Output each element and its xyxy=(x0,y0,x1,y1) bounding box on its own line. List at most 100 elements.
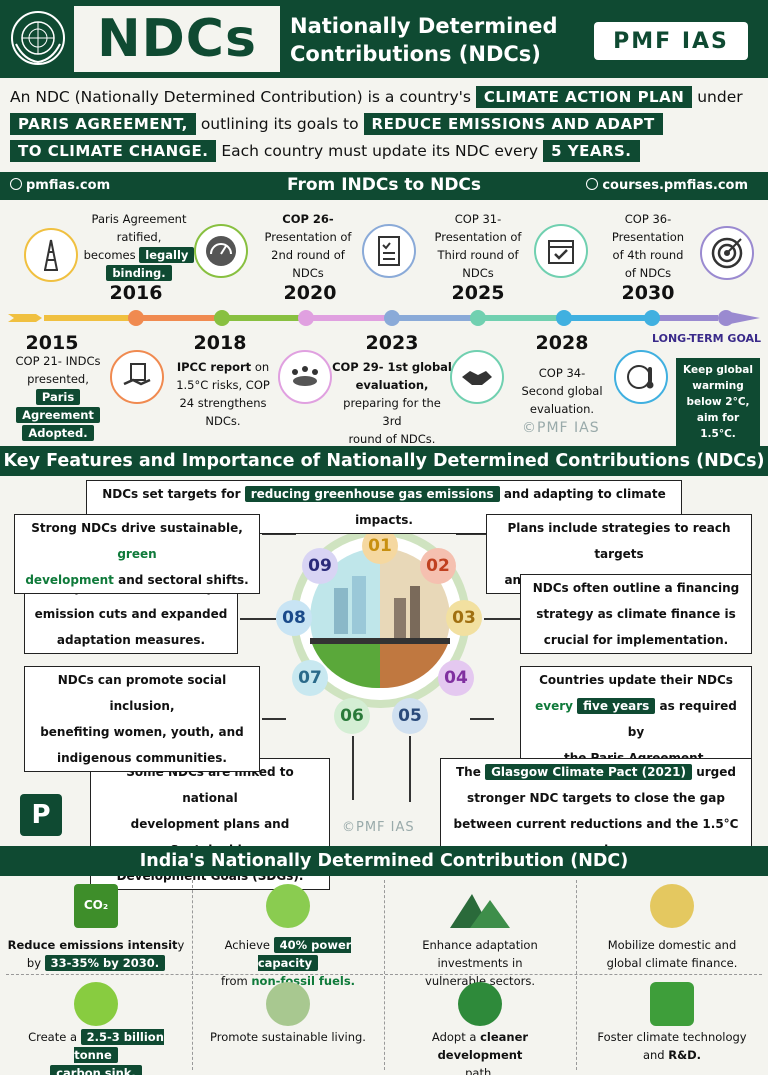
long-term-goal-label: LONG-TERM GOAL xyxy=(652,332,762,345)
coins-plant-icon xyxy=(650,884,694,928)
feature-text: strategy as climate finance is xyxy=(536,607,736,621)
feature-box-07: NDCs can promote social inclusion, benef… xyxy=(24,666,260,772)
feature-green-text: development xyxy=(25,573,114,587)
india-text: vulnerable sectors. xyxy=(425,974,535,988)
feature-number-09: 09 xyxy=(302,548,338,584)
timeline-event-2023: COP 29- 1st global evaluation, preparing… xyxy=(332,358,452,448)
feature-text: The xyxy=(456,765,481,779)
event-line: of 4th round xyxy=(612,248,684,262)
intro-text: under xyxy=(697,88,743,106)
grid-divider xyxy=(576,880,577,1070)
india-text: Create a xyxy=(28,1030,77,1044)
event-line: COP 31- xyxy=(454,212,502,226)
feature-text: Countries update their NDCs xyxy=(539,673,733,687)
timeline-dot xyxy=(214,310,230,326)
watermark: ©PMF IAS xyxy=(522,420,600,436)
event-line: Presentation xyxy=(611,230,685,244)
event-highlight: Adopted. xyxy=(22,425,94,441)
long-term-goal-box: Keep global warming below 2°C, aim for 1… xyxy=(676,358,760,446)
event-line: Second global xyxy=(521,384,603,398)
leader-line xyxy=(352,736,354,800)
timeline-header-bar: pmfias.com From INDCs to NDCs courses.pm… xyxy=(0,172,768,200)
timeline: 2015 COP 21- INDCs presented, Paris Agre… xyxy=(0,200,768,446)
earth-leaf-icon xyxy=(458,982,502,1026)
leader-line xyxy=(262,718,286,720)
event-line: COP 21- INDCs xyxy=(15,354,101,368)
event-line: NDCs. xyxy=(205,414,241,428)
india-text: from xyxy=(220,974,248,988)
feature-box-04: Countries update their NDCs every five y… xyxy=(520,666,752,772)
india-target-adaptation: Enhance adaptation investments in vulnera… xyxy=(384,878,576,988)
feature-highlight: reducing greenhouse gas emissions xyxy=(244,486,500,502)
india-bold: R&D. xyxy=(668,1048,702,1062)
timeline-dot xyxy=(718,310,734,326)
india-text: y xyxy=(177,938,185,952)
india-text: Enhance adaptation investments in xyxy=(422,938,538,970)
event-line: COP 34- xyxy=(538,366,586,380)
co2-bars-icon: CO₂ xyxy=(74,884,118,928)
timeline-event-2028: COP 34- Second global evaluation. xyxy=(512,364,612,418)
timeline-arrow xyxy=(8,312,760,324)
site-link-right[interactable]: courses.pmfias.com xyxy=(586,178,748,193)
timeline-dot xyxy=(556,310,572,326)
calendar-check-icon xyxy=(534,224,588,278)
event-line: Presentation of xyxy=(434,230,522,244)
checklist-icon xyxy=(362,224,416,278)
event-line: Third round of xyxy=(437,248,519,262)
timeline-year: 2025 xyxy=(451,282,505,304)
page-title: NDCs xyxy=(97,9,257,69)
event-line: ratified, xyxy=(116,230,162,244)
intro-text: Each country must update its NDC every xyxy=(221,142,539,160)
subtitle-line-2: Contributions (NDCs) xyxy=(290,42,541,66)
intro-text: An NDC (Nationally Determined Contributi… xyxy=(10,88,471,106)
goal-line: warming xyxy=(692,380,744,392)
event-bold: COP 29- 1st global xyxy=(332,360,452,374)
un-emblem-icon xyxy=(11,11,65,65)
feature-box-09: Strong NDCs drive sustainable, green dev… xyxy=(14,514,260,594)
india-target-living: Promote sustainable living. xyxy=(192,976,384,1074)
india-text: Mobilize domestic and xyxy=(607,938,737,952)
target-icon xyxy=(700,226,754,280)
site-link-left[interactable]: pmfias.com xyxy=(10,178,110,193)
event-line: NDCs xyxy=(462,266,494,280)
site-left-text: pmfias.com xyxy=(26,178,111,193)
leader-line xyxy=(409,736,411,802)
event-line: preparing for the 3rd xyxy=(343,396,441,428)
timeline-title: From INDCs to NDCs xyxy=(286,175,482,195)
india-highlight: 2.5-3 billion tonne xyxy=(74,1029,164,1063)
intro-highlight: PARIS AGREEMENT, xyxy=(10,113,196,135)
event-bold: COP 26- xyxy=(282,212,334,226)
co2-tree-icon xyxy=(74,982,118,1026)
event-line: presented, xyxy=(27,372,89,386)
india-text: Reduce emissions intensit xyxy=(7,938,178,952)
feature-green-text: every xyxy=(535,699,573,713)
feature-text: Plans include strategies to reach target… xyxy=(507,521,731,561)
timeline-year: 2028 xyxy=(535,332,589,354)
feature-number-01: 01 xyxy=(362,528,398,564)
event-line: NDCs xyxy=(292,266,324,280)
feature-highlight: Glasgow Climate Pact (2021) xyxy=(485,764,693,780)
leader-line xyxy=(470,718,494,720)
event-line: COP 36- xyxy=(624,212,672,226)
india-text: Adopt a xyxy=(431,1030,477,1044)
feature-text: NDCs can promote social inclusion, xyxy=(57,673,227,713)
timeline-dot xyxy=(128,310,144,326)
event-line: of NDCs xyxy=(624,266,672,280)
leader-line xyxy=(484,618,520,620)
feature-number-03: 03 xyxy=(446,600,482,636)
sustainable-person-icon xyxy=(266,982,310,1026)
india-text: and xyxy=(642,1048,665,1062)
event-highlight: binding. xyxy=(106,265,172,281)
india-title-bar: India's Nationally Determined Contributi… xyxy=(0,846,768,876)
intro-highlight: TO CLIMATE CHANGE. xyxy=(10,140,217,162)
meeting-icon xyxy=(278,350,332,404)
event-line: Presentation of xyxy=(264,230,352,244)
timeline-dot xyxy=(384,310,400,326)
india-highlight: 40% power capacity xyxy=(257,937,352,971)
india-bold: cleaner development xyxy=(437,1030,529,1062)
